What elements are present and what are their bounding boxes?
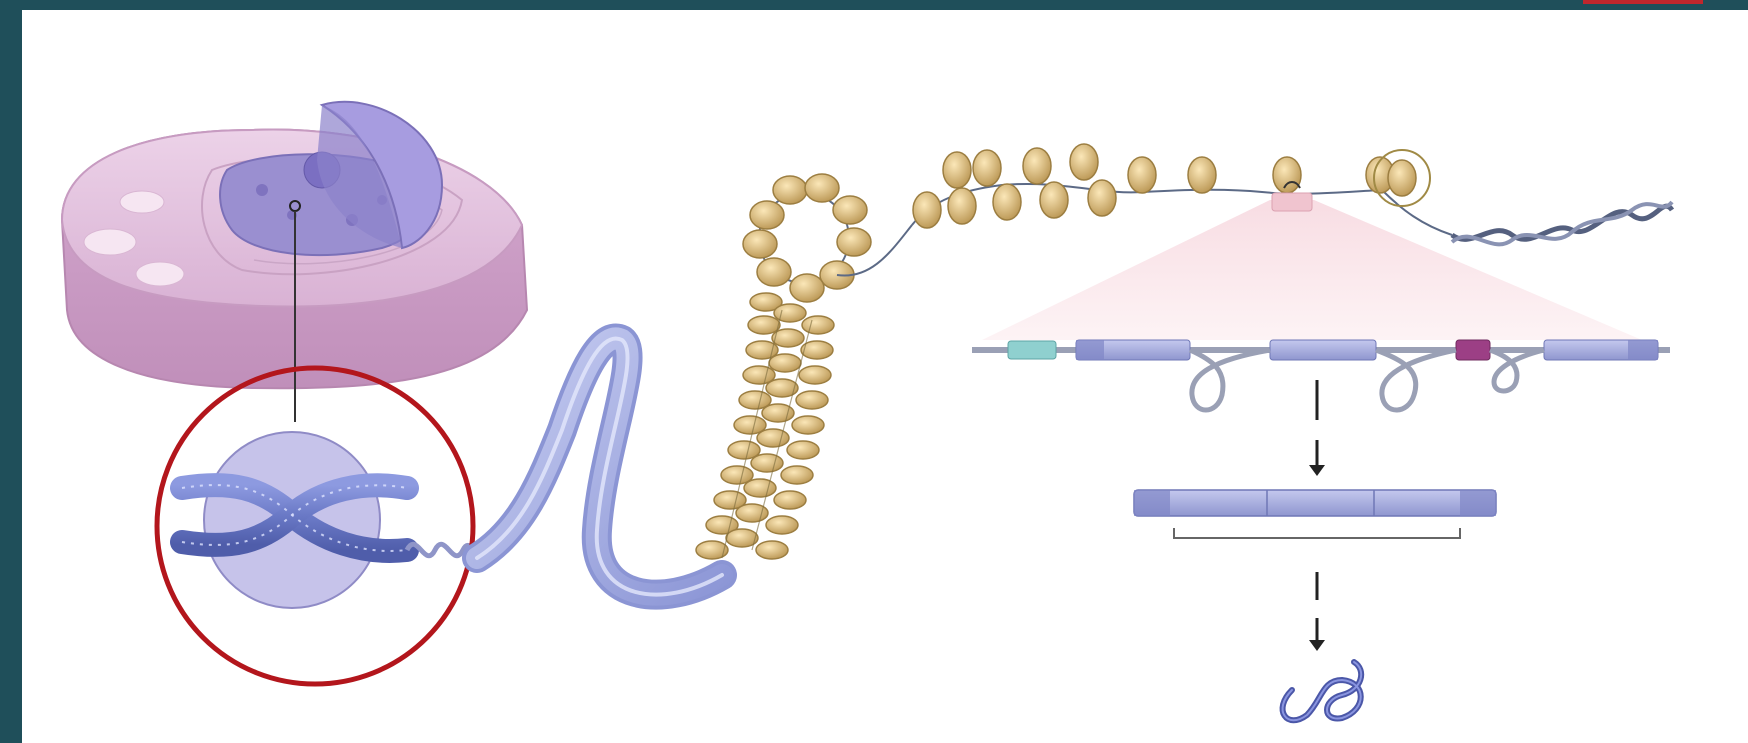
accent-tab bbox=[1583, 0, 1703, 4]
mrna-icon bbox=[1134, 490, 1496, 538]
diagram-canvas bbox=[22, 10, 1748, 743]
nucleosome-icon bbox=[912, 144, 1452, 235]
gene-highlight bbox=[982, 182, 1642, 340]
dna-to-protein-diagram bbox=[22, 10, 1748, 743]
chromosome-icon bbox=[182, 432, 483, 608]
protein-icon bbox=[1283, 662, 1362, 720]
chromatin-fiber-icon bbox=[477, 338, 722, 594]
translation-arrow bbox=[1309, 572, 1325, 651]
solenoid-icon bbox=[696, 293, 834, 559]
dna-helix-icon bbox=[1452, 202, 1672, 244]
gene-icon bbox=[972, 340, 1670, 410]
transcription-arrow bbox=[1309, 380, 1325, 476]
nucleosome-loop-icon bbox=[743, 174, 912, 302]
